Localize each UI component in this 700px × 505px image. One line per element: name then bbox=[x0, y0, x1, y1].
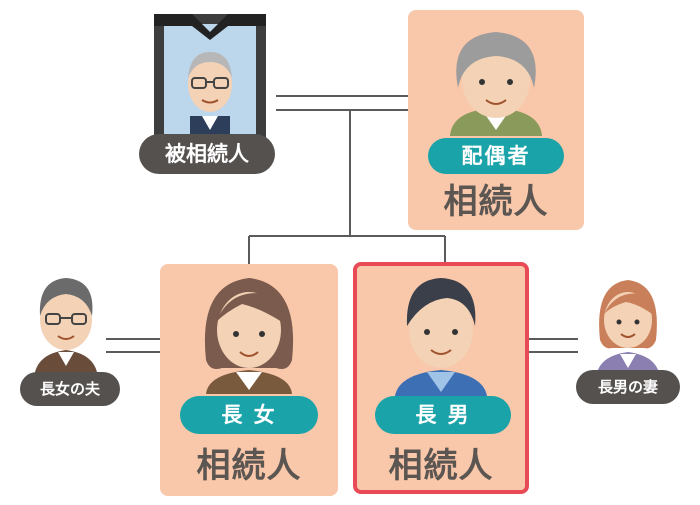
sons-wife-label: 長男の妻 bbox=[576, 370, 680, 404]
deceased-portrait bbox=[152, 12, 268, 152]
daughters-husband-figure bbox=[24, 268, 108, 378]
eldest-son-role-badge: 長 男 bbox=[375, 396, 511, 434]
elderly-woman-icon bbox=[450, 32, 542, 136]
eldest-daughter-role-badge: 長 女 bbox=[180, 396, 318, 434]
eldest-daughter-heir-label: 相続人 bbox=[196, 446, 302, 486]
deceased-portrait-icon bbox=[154, 14, 266, 150]
woman-icon bbox=[204, 278, 294, 394]
eldest-son-heir-label: 相続人 bbox=[388, 446, 494, 486]
eldest-daughter-card: 長 女 相続人 bbox=[160, 264, 338, 496]
spouse-role-badge: 配偶者 bbox=[428, 138, 564, 174]
middle-aged-man-icon bbox=[34, 278, 98, 378]
spouse-heir-label: 相続人 bbox=[443, 182, 549, 222]
deceased-label: 被相続人 bbox=[139, 134, 275, 174]
eldest-son-card: 長 男 相続人 bbox=[353, 262, 529, 494]
man-icon bbox=[395, 278, 487, 396]
spouse-card: 配偶者 相続人 bbox=[408, 10, 584, 230]
daughters-husband-label: 長女の夫 bbox=[20, 372, 120, 406]
sons-wife-figure bbox=[586, 270, 670, 378]
woman-icon bbox=[596, 280, 660, 378]
